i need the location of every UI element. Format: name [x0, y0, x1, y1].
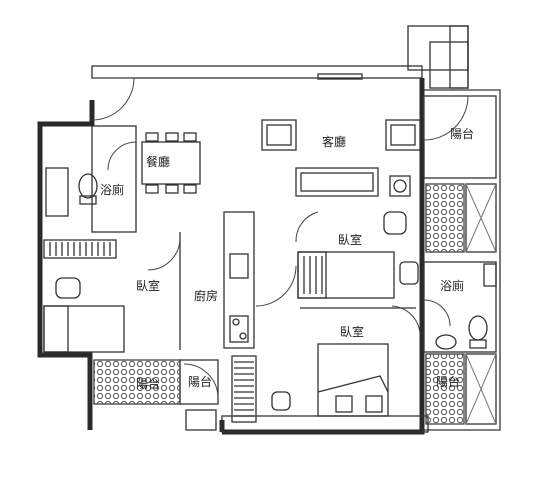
bath-right [423, 261, 497, 353]
shaft-structure [407, 25, 469, 89]
balcony-right-lower [425, 353, 497, 425]
label-balcony-top: 陽台 [450, 126, 474, 141]
balcony-top [423, 95, 497, 179]
label-dining: 餐廳 [146, 154, 170, 169]
label-balcony-bottom: 陽台 [188, 374, 212, 389]
label-balcony-bottom-right: 陽台 [436, 374, 460, 389]
label-kitchen: 廚房 [194, 288, 218, 303]
bedroom-left [43, 232, 181, 353]
closet-bottom [231, 355, 257, 423]
label-bath-right: 浴廁 [440, 278, 464, 293]
bath-left [45, 125, 137, 233]
label-bedroom-bottom: 臥室 [340, 324, 364, 339]
label-bedroom-left: 臥室 [136, 278, 160, 293]
closet-left [43, 239, 117, 259]
label-balcony-bottom-left: 陽台 [136, 376, 160, 391]
living-furniture [261, 73, 421, 197]
balcony-right-upper [425, 183, 497, 253]
dining-table [141, 132, 201, 194]
kitchen [223, 211, 297, 349]
label-bedroom-center: 臥室 [338, 232, 362, 247]
label-living: 客廳 [322, 134, 346, 149]
bedroom-center [295, 211, 419, 309]
balcony-bottom-left [93, 359, 219, 405]
label-bath-left: 浴廁 [100, 182, 124, 197]
bottom-ledge [185, 409, 217, 431]
bedroom-bottom [271, 305, 421, 417]
entry-door [91, 77, 135, 121]
